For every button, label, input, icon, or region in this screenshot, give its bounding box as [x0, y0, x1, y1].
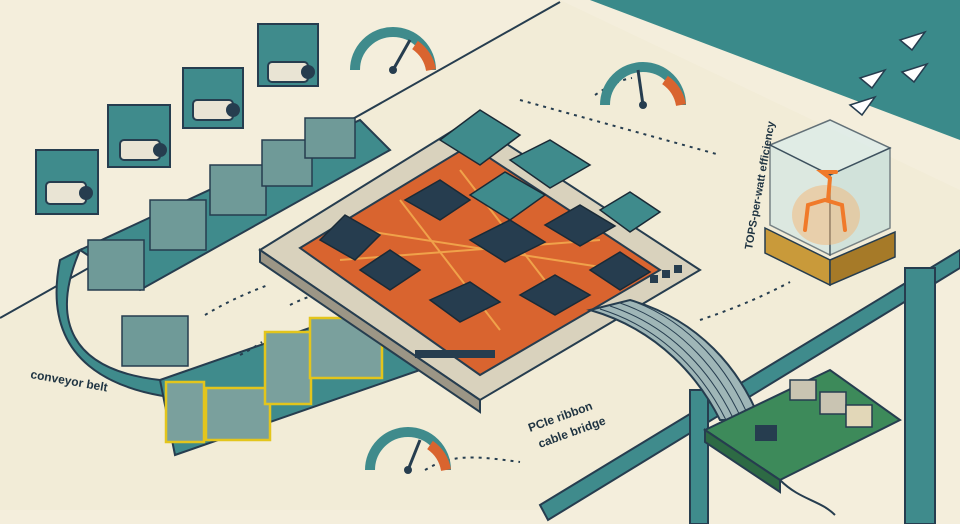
- frame-thumbnail-car: [121, 315, 189, 367]
- llama-figure: [792, 170, 860, 245]
- speed-gauge-icon: [600, 62, 686, 109]
- power-cable: [779, 479, 836, 516]
- table-leg-mid: [689, 389, 709, 524]
- security-camera-icon: [107, 104, 171, 168]
- paper-airplane-icon: [848, 30, 929, 117]
- ribbon-stripes: [599, 299, 751, 421]
- speed-gauge-icon: [365, 427, 451, 474]
- table-leg-right: [904, 267, 936, 524]
- security-camera-icon: [257, 23, 319, 87]
- single-board-computer: [702, 368, 902, 494]
- security-camera-icon: [35, 149, 99, 215]
- frame-thumbnails-upper: [87, 117, 356, 291]
- table-front-edge: [538, 248, 960, 522]
- speed-gauge-icon: [350, 27, 436, 74]
- security-camera-icon: [182, 67, 244, 129]
- ai-accelerator-chip: [258, 109, 702, 414]
